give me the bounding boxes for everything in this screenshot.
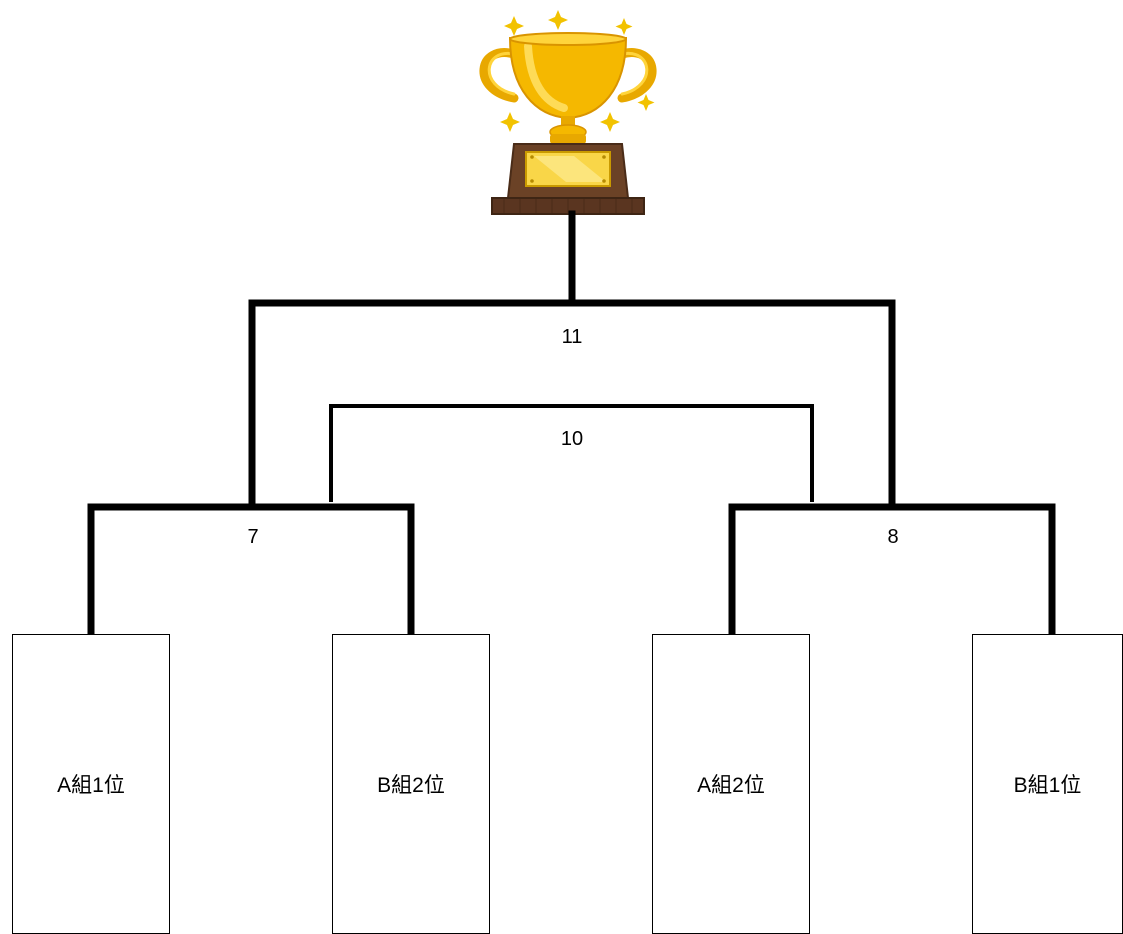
match-number-semi-right: 8 <box>887 526 899 548</box>
team-box: A組2位 <box>652 634 810 934</box>
team-box: A組1位 <box>12 634 170 934</box>
third-place-bracket-line <box>329 404 814 502</box>
match-number-final: 11 <box>561 326 583 348</box>
trophy-icon <box>479 10 657 215</box>
match-number-semi-left: 7 <box>247 526 259 548</box>
team-label: A組1位 <box>57 773 125 797</box>
team-label: B組2位 <box>377 773 445 797</box>
semi-left-bracket-line <box>87 503 415 638</box>
team-label: B組1位 <box>1013 773 1082 797</box>
team-label: A組2位 <box>697 773 765 797</box>
match-number-third-place: 10 <box>560 428 584 450</box>
semi-right-bracket-line <box>728 503 1056 638</box>
final-bracket-line <box>248 299 896 506</box>
team-box: B組1位 <box>972 634 1123 934</box>
sparkle-icon <box>500 10 655 132</box>
team-box: B組2位 <box>332 634 490 934</box>
